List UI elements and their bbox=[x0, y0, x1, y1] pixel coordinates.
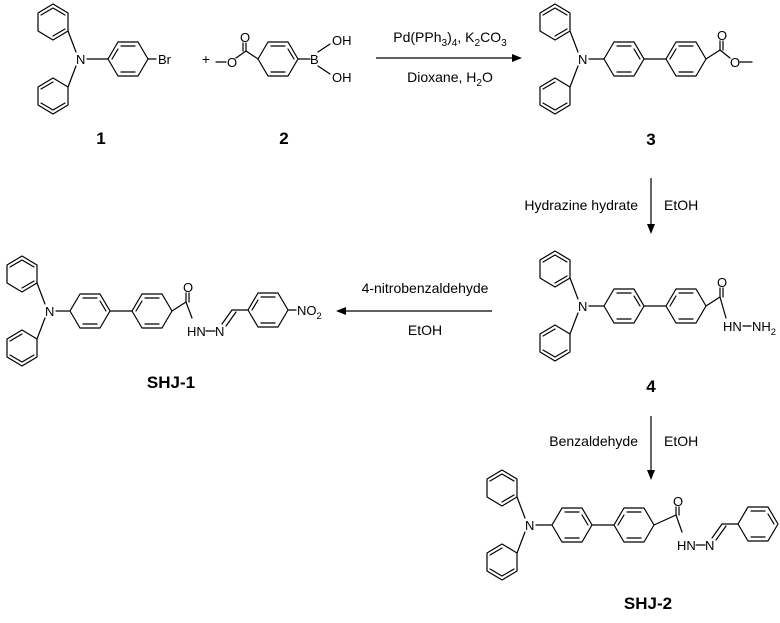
reaction-arrow-4 bbox=[647, 416, 655, 480]
atom-n-c3: N bbox=[578, 52, 587, 67]
compound-4-structure bbox=[539, 250, 752, 362]
atom-o-shj1: O bbox=[183, 280, 193, 295]
atom-o-carbonyl-c3: O bbox=[717, 28, 727, 43]
atom-nh2-c4: NH2​ bbox=[752, 319, 776, 337]
reaction-arrow-2 bbox=[647, 178, 655, 234]
condition-r4-solvent: EtOH bbox=[664, 433, 698, 449]
plus-sign: + bbox=[202, 51, 210, 67]
atom-o-carbonyl-c2: O bbox=[240, 30, 250, 45]
reaction-arrow-3 bbox=[336, 307, 492, 315]
compound-label-1: 1 bbox=[96, 129, 105, 148]
compound-label-shj2: SHJ-2 bbox=[624, 594, 672, 613]
compound-shj2-structure bbox=[486, 469, 779, 581]
atom-n-imine-shj1: N bbox=[215, 324, 224, 339]
atom-n-shj1: N bbox=[45, 304, 54, 319]
atom-hn-c4: HN bbox=[723, 319, 742, 334]
compound-label-3: 3 bbox=[646, 130, 655, 149]
atom-oh1-c2: OH bbox=[332, 33, 352, 48]
atom-hn-shj2: HN bbox=[677, 538, 696, 553]
atom-n-c1: N bbox=[76, 52, 85, 67]
compound-2-structure bbox=[215, 41, 331, 77]
atom-no2-shj1: NO2​ bbox=[297, 303, 322, 321]
atom-o-shj2: O bbox=[673, 494, 683, 509]
condition-r3-reagent: 4-nitrobenzaldehyde bbox=[362, 280, 489, 296]
atom-o-c4: O bbox=[717, 275, 727, 290]
atom-n-shj2: N bbox=[525, 518, 534, 533]
atom-br-c1: Br bbox=[158, 52, 172, 67]
compound-label-4: 4 bbox=[646, 377, 656, 396]
compound-label-shj1: SHJ-1 bbox=[147, 373, 195, 392]
compound-3-structure bbox=[539, 3, 753, 115]
condition-r3-solvent: EtOH bbox=[408, 322, 442, 338]
reaction-arrow-1 bbox=[376, 54, 522, 62]
atom-oh2-c2: OH bbox=[332, 70, 352, 85]
compound-label-2: 2 bbox=[279, 129, 288, 148]
condition-r1-solvent: Dioxane, H2​O bbox=[407, 69, 493, 89]
compound-shj1-structure bbox=[6, 255, 297, 367]
atom-hn-shj1: HN bbox=[187, 324, 206, 339]
condition-r2-solvent: EtOH bbox=[664, 197, 698, 213]
atom-n-c4: N bbox=[578, 299, 587, 314]
compound-1-structure bbox=[37, 3, 157, 115]
condition-r1-reagents: Pd(PPh3​)4​, K2​CO3​ bbox=[393, 29, 507, 49]
condition-r2-reagent: Hydrazine hydrate bbox=[524, 197, 638, 213]
atom-b-c2: B bbox=[310, 52, 319, 67]
atom-o-methoxy-c2: O bbox=[227, 55, 237, 70]
atom-o-methoxy-c3: O bbox=[730, 55, 740, 70]
atom-n-imine-shj2: N bbox=[705, 538, 714, 553]
condition-r4-reagent: Benzaldehyde bbox=[549, 433, 638, 449]
